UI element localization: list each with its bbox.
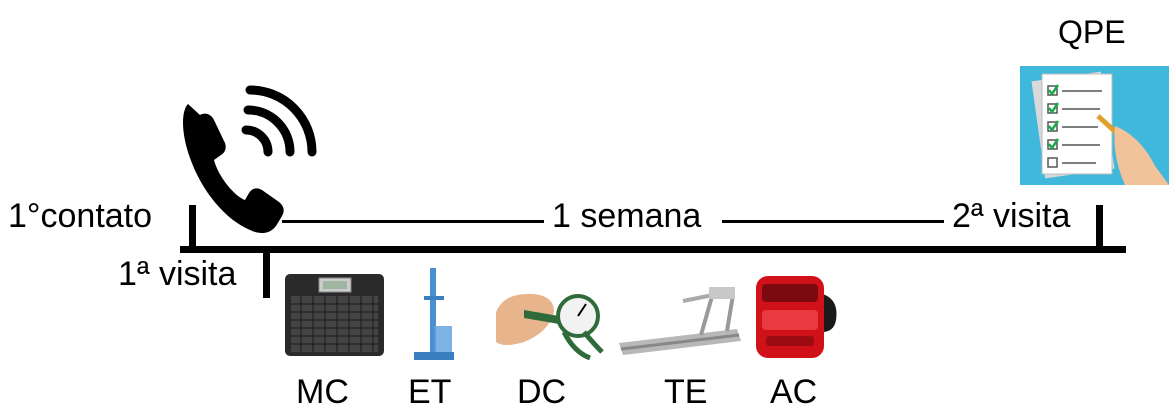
accelerometer-icon <box>752 272 840 360</box>
interval-label: 1 semana <box>552 197 702 235</box>
treadmill-icon <box>617 283 745 359</box>
measurement-label-mc: MC <box>296 373 349 411</box>
stadiometer-icon <box>410 266 458 362</box>
measurement-label-dc: DC <box>517 373 567 411</box>
timeline-axis <box>180 246 1126 253</box>
questionnaire-checklist-icon <box>1020 66 1169 185</box>
first-visit-label: 1ª visita <box>118 255 237 293</box>
second-visit-label: 2ª visita <box>952 197 1071 235</box>
measurement-label-et: ET <box>408 373 452 411</box>
skinfold-caliper-icon <box>494 282 604 360</box>
first-contact-label: 1°contato <box>8 197 153 235</box>
first-visit-tick <box>263 250 270 298</box>
first-contact-tick <box>189 205 196 249</box>
phone-ringing-icon <box>178 80 318 240</box>
interval-line-left <box>282 220 544 223</box>
measurement-label-ac: AC <box>770 373 818 411</box>
measurement-label-te: TE <box>664 373 708 411</box>
qpe-label: QPE <box>1058 14 1126 50</box>
second-visit-tick <box>1096 205 1103 249</box>
interval-line-right <box>722 220 944 223</box>
scale-icon <box>283 272 386 358</box>
